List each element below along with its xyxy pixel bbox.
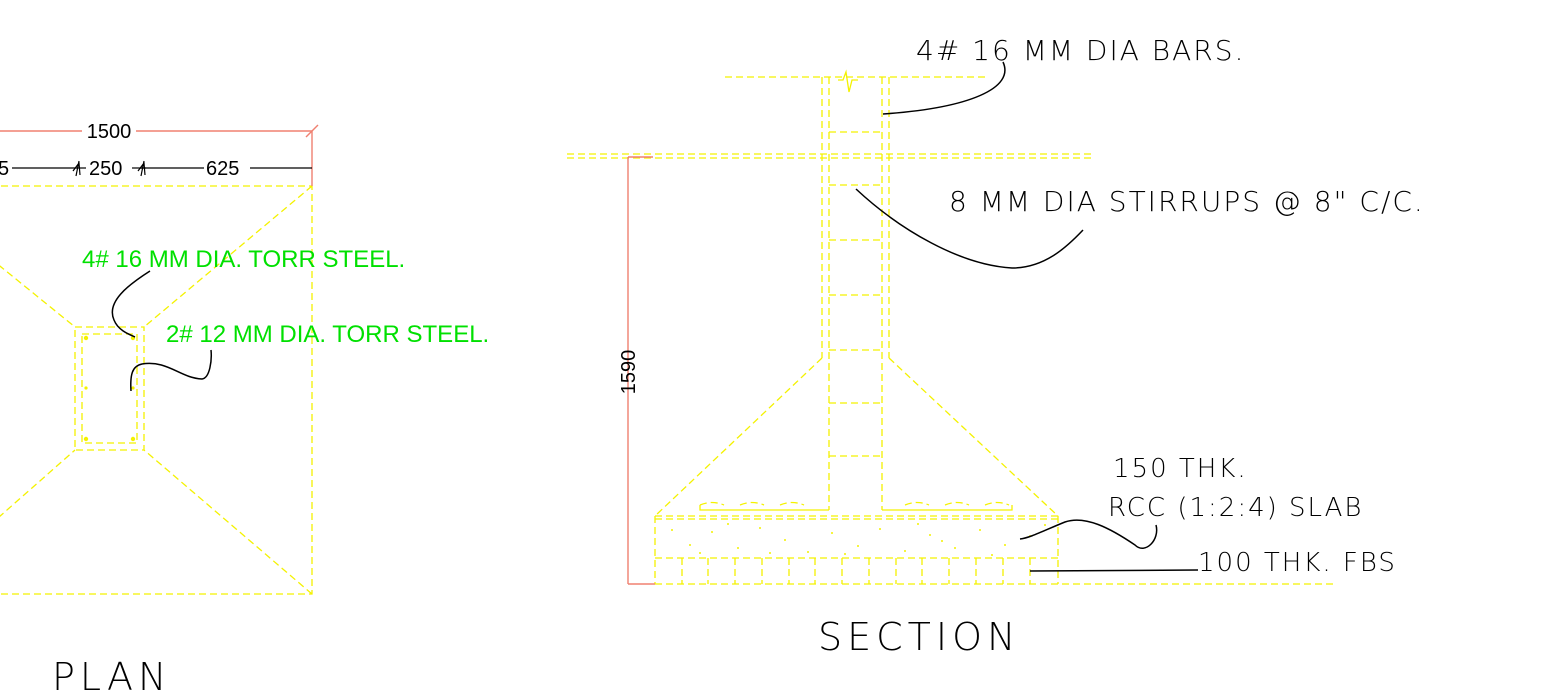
section-footing-slope xyxy=(654,357,823,517)
dimension-left-text: 5 xyxy=(0,158,9,180)
plan-bar-dot xyxy=(84,386,88,390)
plan-main-bars-label: 4# 16 MM DIA. TORR STEEL. xyxy=(82,246,405,273)
section-stirrups-leader xyxy=(855,188,1084,269)
plan-dimensions: 1500 5 250 625 xyxy=(0,121,319,186)
plan-bar-dot xyxy=(83,335,89,341)
dimension-arrow-tick xyxy=(137,160,146,177)
plan-bar-dot xyxy=(83,436,89,442)
dimension-mid-text: 250 xyxy=(89,158,122,180)
plan-extra-bars-label: 2# 12 MM DIA. TORR STEEL. xyxy=(166,321,489,348)
section-bottom-bar-ends xyxy=(699,501,1010,506)
plan-main-bars-leader xyxy=(111,270,151,338)
section-fbs-bricks xyxy=(681,558,1031,584)
section-stirrups-label: 8 MM DIA STIRRUPS @ 8" C/C. xyxy=(949,185,1425,218)
section-title: SECTION xyxy=(818,615,1020,659)
plan-slope-line xyxy=(0,265,76,328)
section-bars-leader xyxy=(882,61,1006,115)
dimension-arrow-tick xyxy=(72,160,81,177)
plan-slope-line xyxy=(0,449,76,518)
dimension-total-text: 1500 xyxy=(87,121,132,143)
section-bars-label: 4# 16 MM DIA BARS. xyxy=(916,34,1245,67)
section-footing-slope xyxy=(888,357,1059,517)
section-fbs-label: 100 THK. FBS xyxy=(1198,548,1397,578)
section-slab-label-line1: 150 THK. xyxy=(1113,454,1248,484)
plan-view: 1500 5 250 625 4# 16 MM DIA. TORR STEEL.… xyxy=(0,121,489,699)
plan-title: PLAN xyxy=(52,655,171,699)
plan-bar-dot xyxy=(130,436,136,442)
plan-footing-outline xyxy=(0,185,313,595)
plan-column-cover xyxy=(81,333,138,444)
plan-column-outline xyxy=(74,326,145,451)
plan-slope-line xyxy=(143,449,313,595)
section-concrete-hatch xyxy=(671,523,1046,556)
plan-bar-dot xyxy=(131,386,135,390)
section-slab-leader xyxy=(1019,519,1158,549)
plan-extra-bars-leader xyxy=(130,349,212,392)
section-height-text: 1590 xyxy=(618,350,640,395)
section-slab-label-line2: RCC (1:2:4) SLAB xyxy=(1108,493,1363,523)
section-height-dimension: 1590 xyxy=(618,156,655,585)
dimension-right-text: 625 xyxy=(206,158,239,180)
section-bottom-bar xyxy=(699,505,829,511)
section-view: 1590 4# 16 MM DIA BARS. 8 MM DIA STIRRUP… xyxy=(567,34,1425,659)
section-fbs-leader xyxy=(1029,569,1199,572)
section-bottom-bar xyxy=(882,505,1013,511)
plan-slope-line xyxy=(143,185,313,328)
section-break-symbol xyxy=(838,69,858,93)
